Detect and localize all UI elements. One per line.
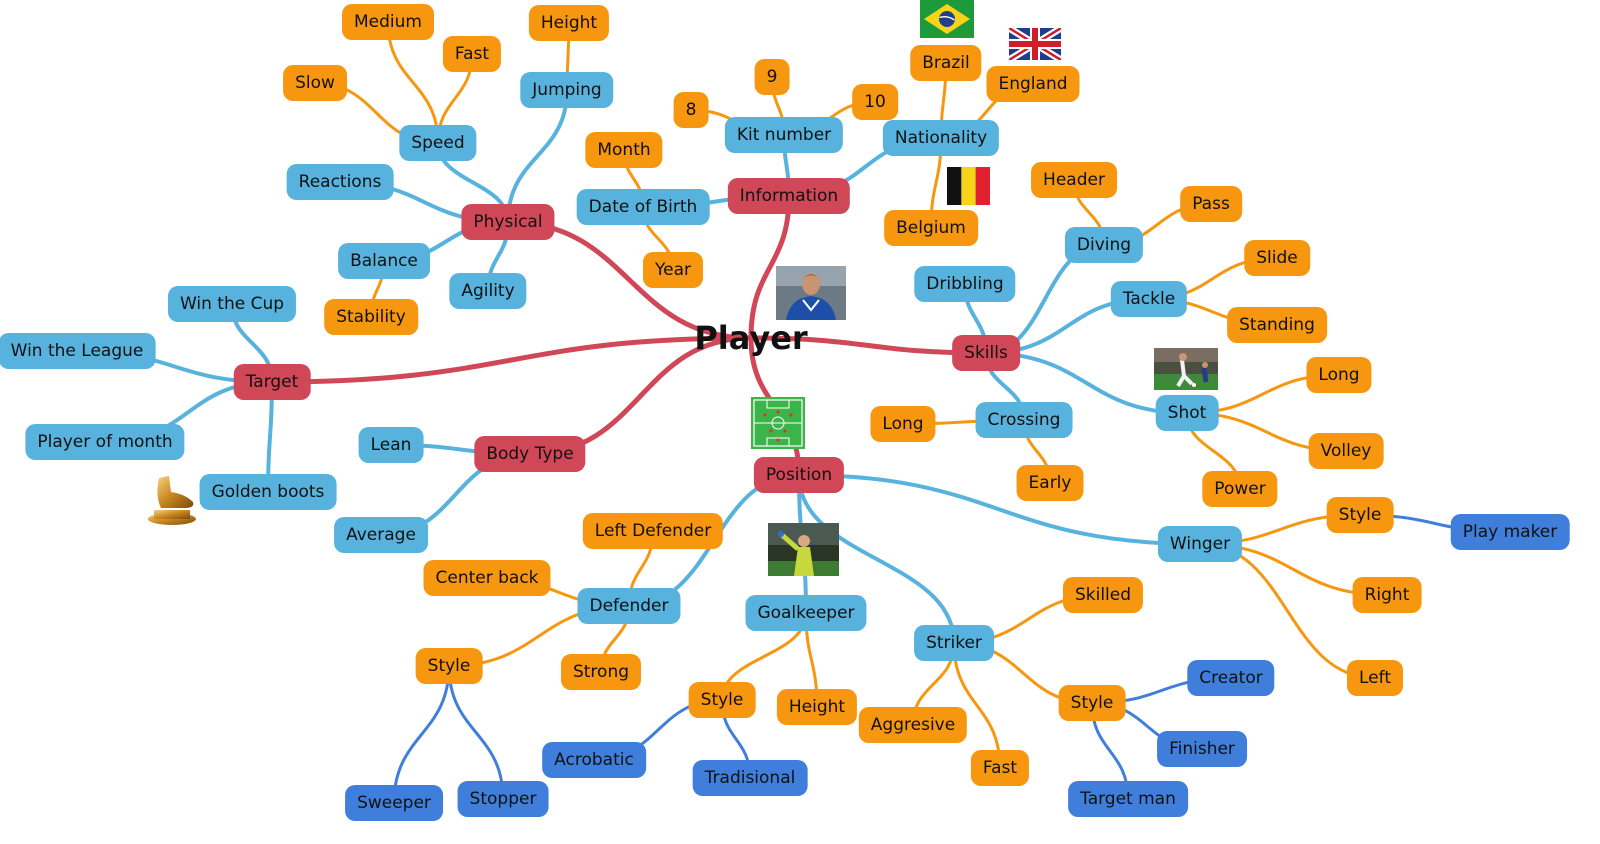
node-belgium[interactable]: Belgium — [884, 210, 978, 246]
brazil-flag-icon — [920, 0, 974, 38]
node-kit-number[interactable]: Kit number — [724, 117, 844, 153]
node-speed[interactable]: Speed — [399, 125, 477, 161]
node-defender[interactable]: Defender — [577, 588, 681, 624]
node-kit-10[interactable]: 10 — [852, 84, 898, 120]
node-position[interactable]: Position — [753, 457, 845, 493]
node-average[interactable]: Average — [334, 517, 428, 553]
player-photo-icon — [776, 266, 846, 320]
node-player[interactable]: Player — [694, 319, 808, 357]
node-physical[interactable]: Physical — [461, 204, 555, 240]
node-striker[interactable]: Striker — [914, 625, 994, 661]
node-crossing[interactable]: Crossing — [975, 402, 1073, 438]
node-win-cup[interactable]: Win the Cup — [167, 286, 297, 322]
node-year[interactable]: Year — [643, 252, 703, 288]
node-left-defender[interactable]: Left Defender — [582, 513, 724, 549]
node-lean[interactable]: Lean — [358, 427, 424, 463]
node-long-cross[interactable]: Long — [870, 406, 936, 442]
node-kit-8[interactable]: 8 — [673, 92, 709, 128]
shot-photo-icon — [1154, 348, 1218, 390]
node-player-month[interactable]: Player of month — [25, 424, 185, 460]
node-style-gk[interactable]: Style — [688, 682, 756, 718]
node-body-type[interactable]: Body Type — [474, 436, 586, 472]
node-stopper[interactable]: Stopper — [457, 781, 549, 817]
node-agility[interactable]: Agility — [449, 273, 527, 309]
node-stability[interactable]: Stability — [324, 299, 418, 335]
link-skills-to-shot — [984, 351, 1189, 415]
link-player-to-skills — [748, 335, 989, 356]
link-position-to-winger — [797, 473, 1202, 546]
node-height-jump[interactable]: Height — [528, 5, 610, 41]
football-pitch-icon — [751, 397, 805, 449]
link-player-to-information — [748, 193, 792, 341]
link-speed-to-medium — [386, 20, 440, 145]
link-style-def-to-stopper — [447, 664, 505, 801]
node-brazil[interactable]: Brazil — [910, 45, 982, 81]
node-reactions[interactable]: Reactions — [286, 164, 394, 200]
node-date-of-birth[interactable]: Date of Birth — [576, 189, 710, 225]
node-skills[interactable]: Skills — [952, 335, 1020, 371]
node-style-striker[interactable]: Style — [1058, 685, 1126, 721]
node-target[interactable]: Target — [233, 364, 311, 400]
node-skilled[interactable]: Skilled — [1062, 577, 1144, 613]
link-winger-to-left — [1198, 542, 1377, 680]
node-tackle[interactable]: Tackle — [1110, 281, 1188, 317]
node-fast-striker[interactable]: Fast — [970, 750, 1030, 786]
node-style-def[interactable]: Style — [415, 648, 483, 684]
node-month[interactable]: Month — [585, 132, 663, 168]
node-height-gk[interactable]: Height — [776, 689, 858, 725]
node-shot[interactable]: Shot — [1155, 395, 1219, 431]
belgium-flag-icon — [947, 167, 990, 205]
node-balance[interactable]: Balance — [338, 243, 430, 279]
node-fast-speed[interactable]: Fast — [442, 36, 502, 72]
node-diving[interactable]: Diving — [1064, 227, 1144, 263]
node-play-maker[interactable]: Play maker — [1450, 514, 1570, 550]
node-information[interactable]: Information — [727, 178, 851, 214]
node-acrobatic[interactable]: Acrobatic — [542, 742, 646, 778]
link-striker-to-fast-striker — [952, 641, 1002, 770]
node-win-league[interactable]: Win the League — [0, 333, 156, 369]
link-physical-to-jumping — [506, 88, 569, 224]
node-nationality[interactable]: Nationality — [882, 120, 1000, 156]
node-kit-9[interactable]: 9 — [754, 59, 790, 95]
node-jumping[interactable]: Jumping — [520, 72, 614, 108]
node-sweeper[interactable]: Sweeper — [345, 785, 443, 821]
node-volley[interactable]: Volley — [1308, 433, 1384, 469]
node-style-winger[interactable]: Style — [1326, 497, 1394, 533]
node-power[interactable]: Power — [1202, 471, 1278, 507]
node-finisher[interactable]: Finisher — [1157, 731, 1247, 767]
node-winger[interactable]: Winger — [1157, 526, 1243, 562]
link-position-to-striker — [797, 473, 956, 645]
node-slow[interactable]: Slow — [283, 65, 347, 101]
link-style-def-to-sweeper — [392, 664, 451, 805]
node-center-back[interactable]: Center back — [423, 560, 551, 596]
goalkeeper-photo-icon — [768, 523, 839, 576]
node-target-man[interactable]: Target man — [1068, 781, 1188, 817]
node-dribbling[interactable]: Dribbling — [914, 266, 1016, 302]
node-goalkeeper[interactable]: Goalkeeper — [745, 595, 867, 631]
node-slide[interactable]: Slide — [1244, 240, 1310, 276]
node-left[interactable]: Left — [1347, 660, 1403, 696]
node-aggresive[interactable]: Aggresive — [858, 707, 968, 743]
node-strong[interactable]: Strong — [560, 654, 642, 690]
node-golden-boots[interactable]: Golden boots — [199, 474, 337, 510]
link-player-to-target — [269, 335, 754, 385]
node-tradisional[interactable]: Tradisional — [692, 760, 808, 796]
node-creator[interactable]: Creator — [1187, 660, 1275, 696]
golden-boot-icon — [148, 476, 196, 525]
uk-flag-icon — [1009, 28, 1061, 60]
node-early[interactable]: Early — [1016, 465, 1084, 501]
node-long-shot[interactable]: Long — [1306, 357, 1372, 393]
node-header[interactable]: Header — [1031, 162, 1117, 198]
node-standing[interactable]: Standing — [1227, 307, 1327, 343]
node-medium[interactable]: Medium — [342, 4, 434, 40]
node-england[interactable]: England — [986, 66, 1080, 102]
node-right[interactable]: Right — [1352, 577, 1422, 613]
node-pass[interactable]: Pass — [1180, 186, 1242, 222]
